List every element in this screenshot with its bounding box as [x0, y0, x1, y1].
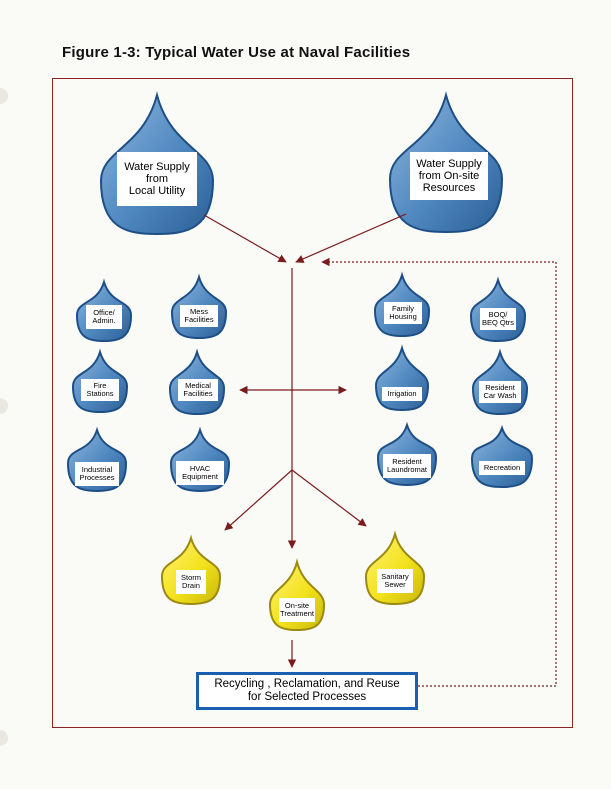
binder-hole: [0, 730, 8, 746]
output-label-sanitary-sewer: Sanitary Sewer: [377, 569, 413, 593]
use-label-office-admin: Office/ Admin.: [86, 305, 122, 329]
use-label-mess-facilities: Mess Facilities: [180, 305, 218, 327]
arrow-storm-drain: [224, 469, 293, 531]
recycling-box: Recycling , Reclamation, and Reuse for S…: [196, 672, 418, 710]
use-label-industrial-processes: Industrial Processes: [75, 462, 119, 486]
flow-arrows: [203, 213, 557, 687]
use-label-resident-laundromat: Resident Laundromat: [383, 454, 431, 478]
output-label-onsite-treatment: On-site Treatment: [279, 598, 315, 622]
drop-recreation: [470, 424, 534, 489]
use-label-resident-car-wash: Resident Car Wash: [479, 381, 521, 403]
source-label-onsite-resources: Water Supply from On-site Resources: [410, 152, 488, 200]
figure-frame: [52, 78, 573, 728]
binder-hole: [0, 398, 8, 414]
use-label-recreation: Recreation: [479, 461, 525, 475]
use-label-fire-stations: Fire Stations: [81, 379, 119, 401]
output-label-storm-drain: Storm Drain: [176, 570, 206, 594]
arrow-local-utility: [203, 214, 287, 263]
use-label-medical-facilities: Medical Facilities: [178, 379, 218, 401]
use-label-family-housing: Family Housing: [384, 302, 422, 324]
use-label-boq-beq: BOQ/ BEQ Qtrs: [480, 308, 516, 330]
use-label-irrigation: Irrigation: [382, 387, 422, 401]
arrow-onsite-resources: [295, 213, 407, 263]
binder-hole: [0, 88, 8, 104]
figure-title: Figure 1-3: Typical Water Use at Naval F…: [62, 44, 411, 61]
arrow-sanitary-sewer: [291, 469, 367, 527]
use-label-hvac-equipment: HVAC Equipment: [176, 461, 224, 485]
recycle-loop-arrow: [321, 257, 557, 687]
source-label-local-utility: Water Supply from Local Utility: [117, 152, 197, 206]
